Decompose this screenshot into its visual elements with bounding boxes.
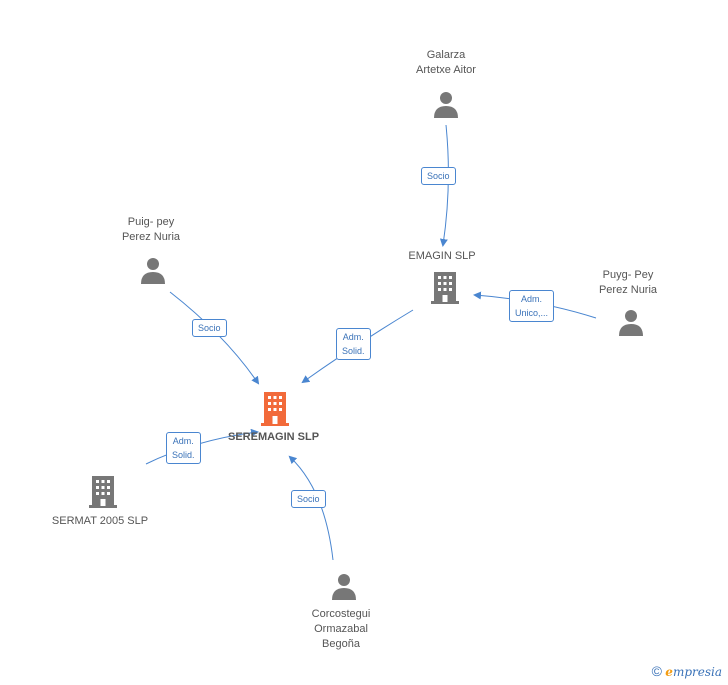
node-label-seremagin: SEREMAGIN SLP bbox=[228, 431, 320, 443]
node-label-emagin: EMAGIN SLP bbox=[408, 250, 476, 262]
person-icon[interactable] bbox=[617, 308, 645, 336]
brand-text: mpresia bbox=[672, 665, 722, 679]
edge-corcostegui-seremagin bbox=[288, 455, 334, 561]
edge-puig-seremagin bbox=[169, 291, 260, 385]
brand-logo: © empresia bbox=[652, 663, 722, 679]
edge-galarza-emagin bbox=[439, 124, 449, 247]
node-label-galarza: Galarza Artetxe Aitor bbox=[416, 49, 476, 76]
relation-label-emagin-seremagin[interactable]: Adm. Solid. bbox=[336, 328, 371, 360]
brand-e: e bbox=[665, 665, 673, 679]
person-icon[interactable] bbox=[330, 572, 358, 600]
relation-label-sermat-seremagin[interactable]: Adm. Solid. bbox=[166, 432, 201, 464]
node-label-puig-pey: Puig- pey Perez Nuria bbox=[121, 216, 181, 243]
node-label-sermat: SERMAT 2005 SLP bbox=[51, 515, 149, 527]
relation-label-corcostegui-seremagin[interactable]: Socio bbox=[291, 490, 326, 508]
person-icon[interactable] bbox=[432, 90, 460, 118]
person-icon[interactable] bbox=[139, 256, 167, 284]
copyright-icon: © bbox=[651, 663, 662, 679]
node-label-puyg-pey: Puyg- Pey Perez Nuria bbox=[598, 269, 658, 296]
relation-label-galarza-emagin[interactable]: Socio bbox=[421, 167, 456, 185]
relation-label-puig-seremagin[interactable]: Socio bbox=[192, 319, 227, 337]
building-icon[interactable] bbox=[88, 474, 118, 508]
relation-label-puyg-emagin[interactable]: Adm. Unico,... bbox=[509, 290, 555, 322]
node-label-corcostegui: Corcostegui Ormazabal Begoña bbox=[311, 608, 371, 650]
building-icon[interactable] bbox=[260, 390, 290, 426]
building-icon[interactable] bbox=[430, 270, 460, 304]
